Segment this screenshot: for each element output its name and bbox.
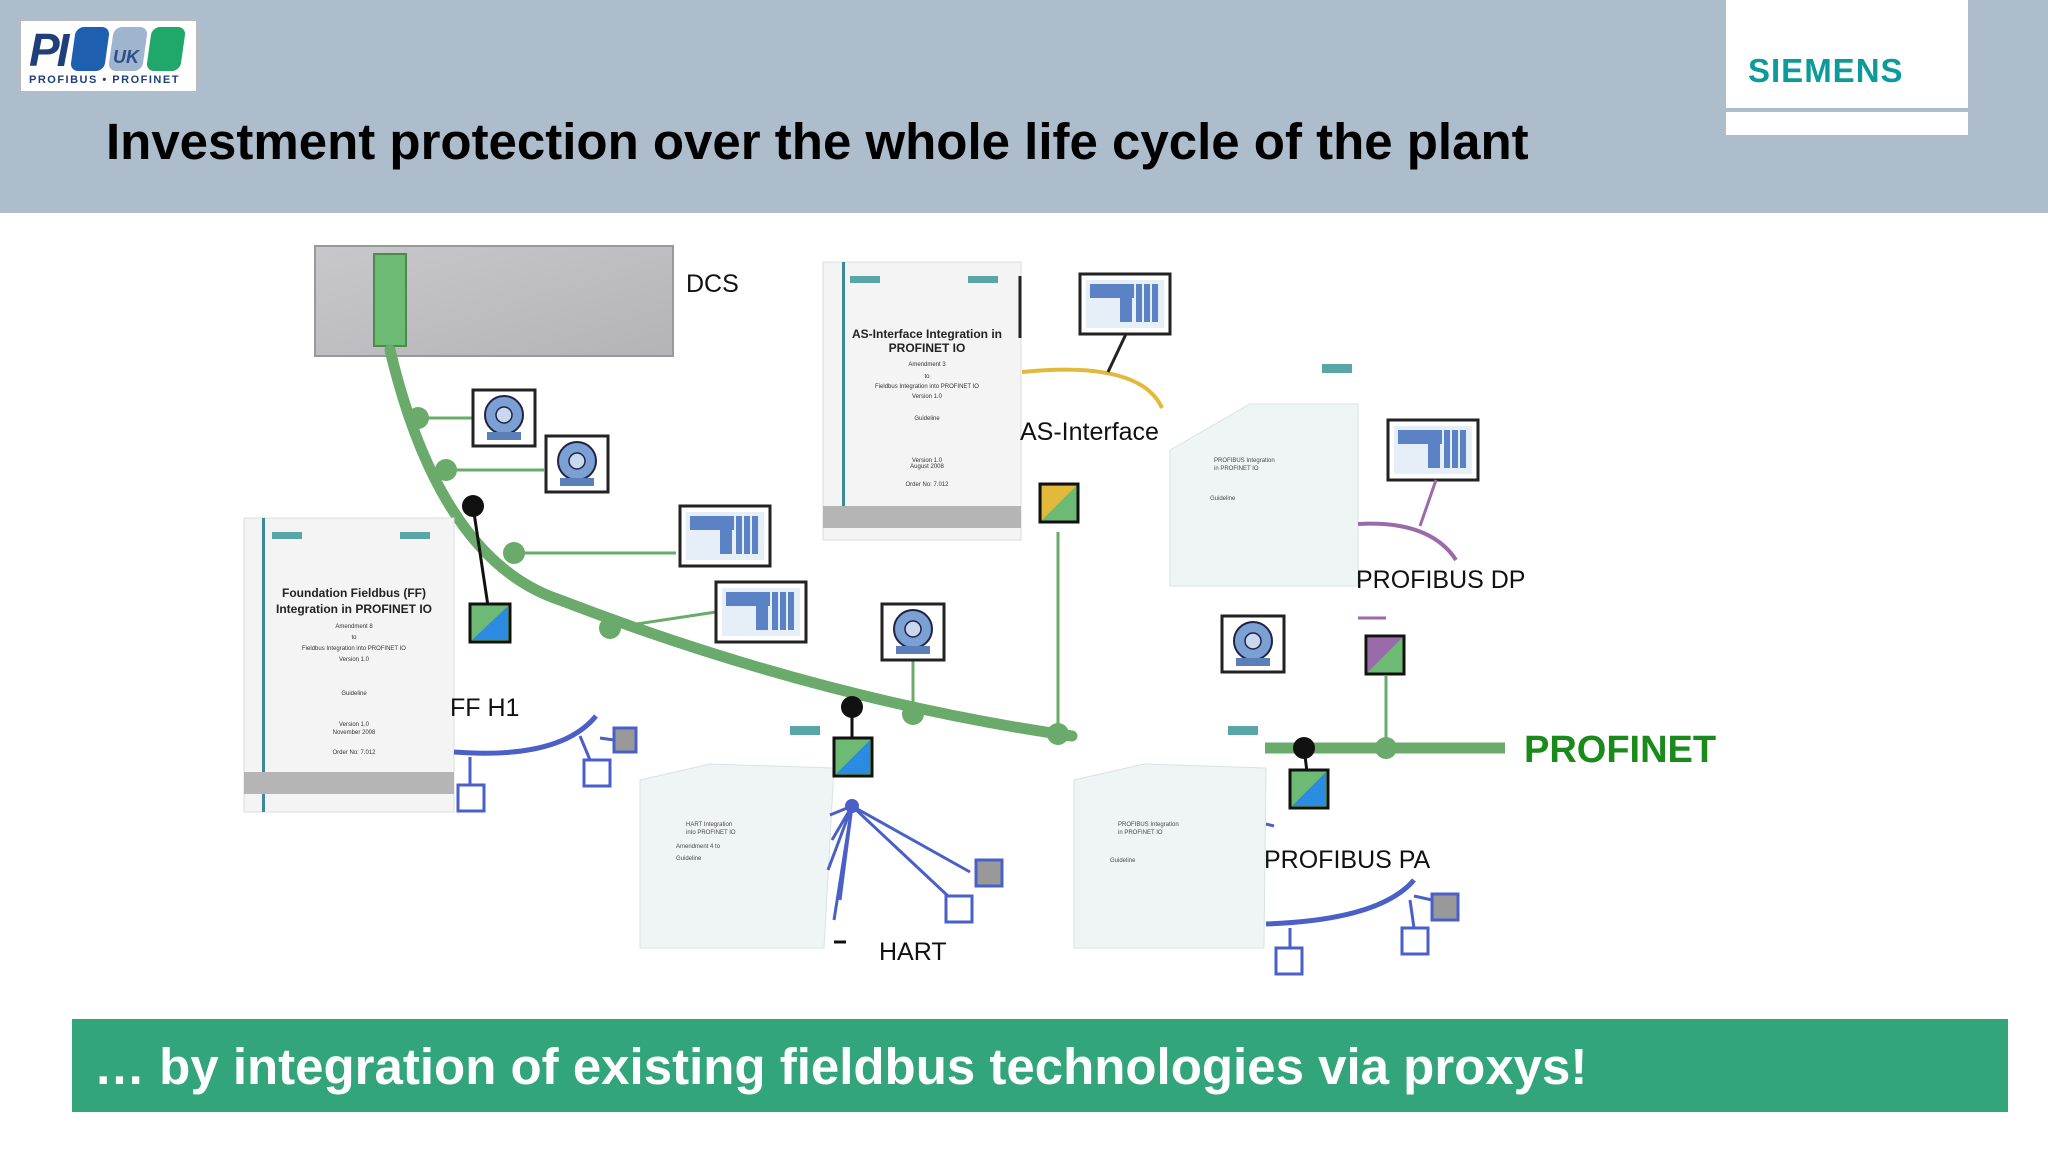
field-device-icon-pa-1 <box>1274 946 1304 976</box>
field-device-icon-ff-3 <box>612 726 638 754</box>
ff-guideline-document: Foundation Fieldbus (FF) Integration in … <box>243 517 455 813</box>
svg-text:in PROFINET IO: in PROFINET IO <box>1214 466 1259 472</box>
svg-text:Order No: 7.012: Order No: 7.012 <box>332 750 376 756</box>
svg-text:Guideline: Guideline <box>341 691 367 697</box>
proxy-gateway-icon-dp <box>1364 634 1406 676</box>
svg-text:in PROFINET IO: in PROFINET IO <box>1118 830 1163 836</box>
svg-text:to: to <box>924 374 930 380</box>
field-device-icon-hart-1 <box>974 858 1004 888</box>
motor-icon-1 <box>471 388 537 448</box>
svg-text:PROFINET IO: PROFINET IO <box>889 341 966 355</box>
proxy-gateway-icon-asi <box>1038 482 1080 524</box>
asi-guideline-document: AS-Interface Integration in PROFINET IO … <box>822 261 1022 541</box>
logo-country: UK <box>113 47 139 67</box>
svg-text:Guideline: Guideline <box>1210 496 1236 502</box>
svg-text:Guideline: Guideline <box>1110 858 1136 864</box>
logo-mark: PI <box>29 24 70 76</box>
svg-text:Version 1.0: Version 1.0 <box>912 394 943 400</box>
label-profibus-dp: PROFIBUS DP <box>1356 566 1525 594</box>
field-device-icon-pa-3 <box>1430 892 1460 922</box>
svg-text:Amendment 4 to: Amendment 4 to <box>676 844 721 850</box>
svg-text:AS-Interface Integration in: AS-Interface Integration in <box>852 327 1002 341</box>
svg-text:Version 1.0: Version 1.0 <box>912 458 943 464</box>
siemens-logo-box: SIEMENS <box>1726 0 1968 135</box>
hart-point-to-point-lines <box>826 804 971 921</box>
dcs-controller <box>314 245 674 357</box>
profibus-dp-guideline-document: PROFIBUS Integration in PROFINET IO Guid… <box>1169 403 1359 587</box>
svg-text:Guideline: Guideline <box>914 416 940 422</box>
dcs-module <box>373 253 407 347</box>
siemens-underline <box>1726 108 1968 112</box>
svg-text:November 2008: November 2008 <box>333 730 376 736</box>
controller-rack-icon-dp <box>1386 418 1480 482</box>
motor-icon-3 <box>880 602 946 662</box>
profinet-bus-main <box>384 344 1078 742</box>
label-profibus-pa: PROFIBUS PA <box>1264 846 1431 874</box>
svg-text:Version 1.0: Version 1.0 <box>339 722 370 728</box>
svg-text:to: to <box>351 635 357 641</box>
motor-icon-2 <box>544 434 610 494</box>
controller-rack-icon-1 <box>678 504 772 568</box>
banner-text: … by integration of existing fieldbus te… <box>94 1038 1588 1095</box>
svg-text:Foundation Fieldbus (FF): Foundation Fieldbus (FF) <box>282 586 426 600</box>
hart-guideline-document: HART Integration into PROFINET IO Amendm… <box>639 763 835 949</box>
svg-text:Amendment 8: Amendment 8 <box>335 624 373 630</box>
profibus-pa-guideline-document: PROFIBUS Integration in PROFINET IO Guid… <box>1073 763 1267 949</box>
field-device-icon-pa-2 <box>1400 926 1430 956</box>
label-hart: HART <box>879 938 947 966</box>
label-as-interface: AS-Interface <box>1020 418 1159 446</box>
header-band <box>0 0 2048 213</box>
proxy-gateway-icon-pa <box>1288 768 1330 810</box>
svg-text:into PROFINET IO: into PROFINET IO <box>686 830 736 836</box>
field-device-icon-ff-1 <box>456 783 486 813</box>
svg-text:Amendment 3: Amendment 3 <box>908 362 946 368</box>
label-ff-h1: FF H1 <box>450 694 519 722</box>
svg-text:Fieldbus Integration into PROF: Fieldbus Integration into PROFINET IO <box>875 384 979 390</box>
svg-text:HART Integration: HART Integration <box>686 822 732 828</box>
proxy-gateway-icon-ff <box>468 602 512 644</box>
label-dcs: DCS <box>686 270 739 298</box>
field-device-icon-ff-2 <box>582 758 612 788</box>
label-profinet: PROFINET <box>1524 729 1716 771</box>
svg-text:Order No: 7.012: Order No: 7.012 <box>905 482 949 488</box>
logo-tagline: PROFIBUS • PROFINET <box>29 74 180 86</box>
pi-uk-logo: PI UK PROFIBUS • PROFINET <box>20 20 197 92</box>
field-device-icon-hart-2 <box>944 894 974 924</box>
profinet-nodes <box>407 407 1397 759</box>
slide-title: Investment protection over the whole lif… <box>106 113 1529 170</box>
siemens-logo: SIEMENS <box>1748 52 1904 89</box>
conclusion-banner: … by integration of existing fieldbus te… <box>72 1019 2008 1112</box>
controller-rack-icon-2 <box>714 580 808 644</box>
svg-text:August 2008: August 2008 <box>910 464 944 470</box>
svg-text:Integration in PROFINET IO: Integration in PROFINET IO <box>276 602 432 616</box>
motor-icon-4 <box>1220 614 1286 674</box>
controller-rack-icon-asi <box>1078 272 1172 336</box>
svg-text:PROFIBUS Integration: PROFIBUS Integration <box>1214 458 1275 464</box>
svg-text:Version 1.0: Version 1.0 <box>339 657 370 663</box>
svg-text:Guideline: Guideline <box>676 856 702 862</box>
svg-text:Fieldbus Integration into PROF: Fieldbus Integration into PROFINET IO <box>302 646 406 652</box>
proxy-gateway-icon-hart <box>832 736 874 778</box>
svg-text:PROFIBUS Integration: PROFIBUS Integration <box>1118 822 1179 828</box>
